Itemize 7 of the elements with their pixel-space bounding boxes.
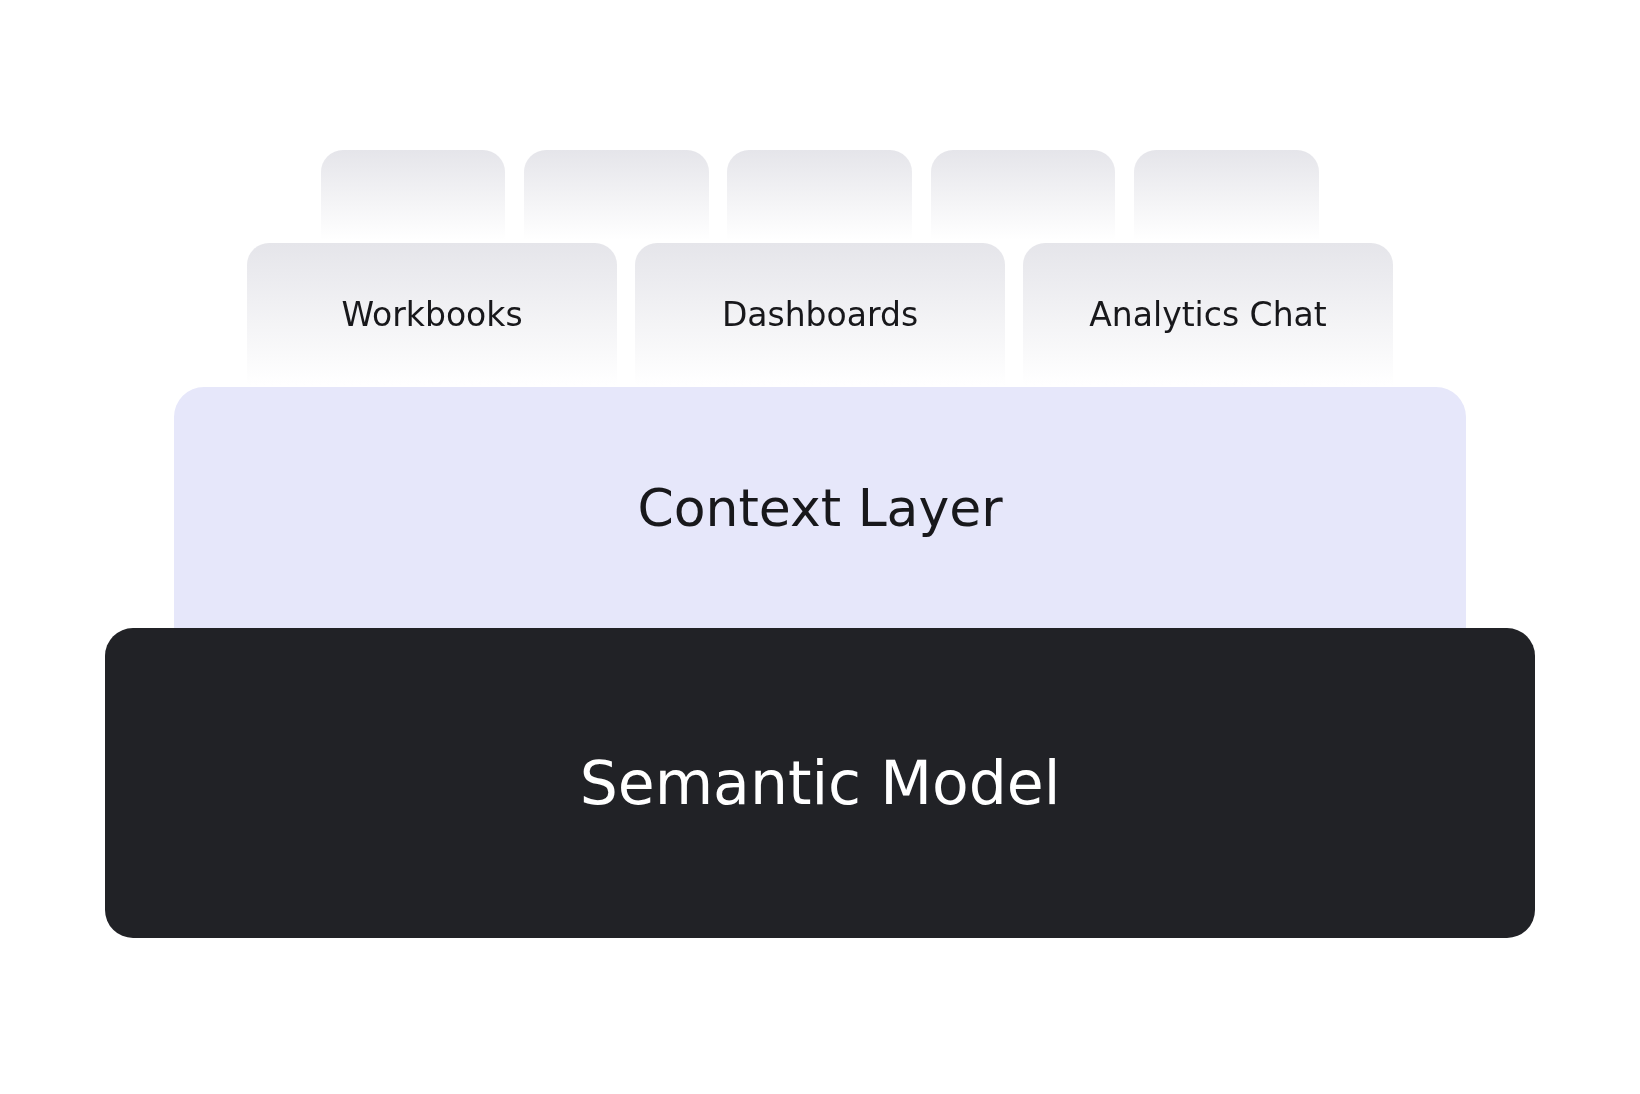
layer-label: Semantic Model (579, 748, 1061, 818)
layer-label: Context Layer (637, 477, 1003, 538)
layer-label: Analytics Chat (1089, 294, 1327, 334)
layer-label: Workbooks (341, 294, 523, 334)
semantic-model-block (105, 628, 1535, 938)
layer-label: Dashboards (721, 294, 919, 334)
context-layer-band (174, 387, 1466, 628)
